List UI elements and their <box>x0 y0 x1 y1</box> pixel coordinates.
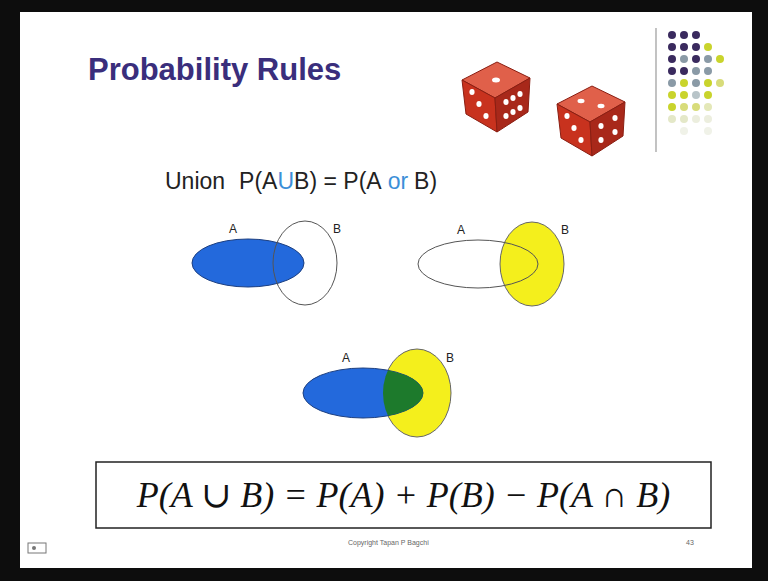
set-label: A <box>342 351 350 365</box>
die <box>557 86 625 156</box>
title-holder: Probability Rules <box>88 52 341 88</box>
set-label: A <box>229 222 237 236</box>
die <box>462 62 530 132</box>
set-label: B <box>561 223 569 237</box>
dot-grid <box>668 31 724 135</box>
set-label-holder: B <box>561 220 569 238</box>
set-label: B <box>333 222 341 236</box>
copyright-note: Copyright Tapan P Bagchi <box>348 539 429 546</box>
venn-b-only <box>418 222 564 306</box>
set-label-holder: A <box>342 348 350 366</box>
union-line: Union P(AUB) = P(AorB) <box>165 168 437 195</box>
formula-part: B) = P(A <box>294 168 382 195</box>
divider-line <box>655 28 656 152</box>
set-label-holder: B <box>446 348 454 366</box>
venn-union <box>303 349 451 437</box>
venn-a-only <box>192 221 337 305</box>
set-label-holder: A <box>229 219 237 237</box>
formula-box <box>96 462 711 528</box>
formula-part: B) <box>414 168 437 195</box>
set-label: A <box>457 223 465 237</box>
formula-part: P(A <box>239 168 277 195</box>
section-label: Union <box>165 168 225 195</box>
copyright-holder: Copyright Tapan P Bagchi <box>348 531 429 549</box>
slide-title: Probability Rules <box>88 52 341 88</box>
set-label: B <box>446 351 454 365</box>
set-label-holder: A <box>457 220 465 238</box>
formula-part: U <box>277 168 294 195</box>
union-formula: P(A ∪ B) = P(A) + P(B) − P(A ∩ B) <box>137 474 671 516</box>
page-number: 43 <box>686 539 694 546</box>
page-number-holder: 43 <box>686 531 694 549</box>
formula-part: or <box>388 168 408 195</box>
set-label-holder: B <box>333 219 341 237</box>
footer-icon <box>28 543 46 553</box>
formula-holder: P(A ∪ B) = P(A) + P(B) − P(A ∩ B) <box>96 462 711 528</box>
